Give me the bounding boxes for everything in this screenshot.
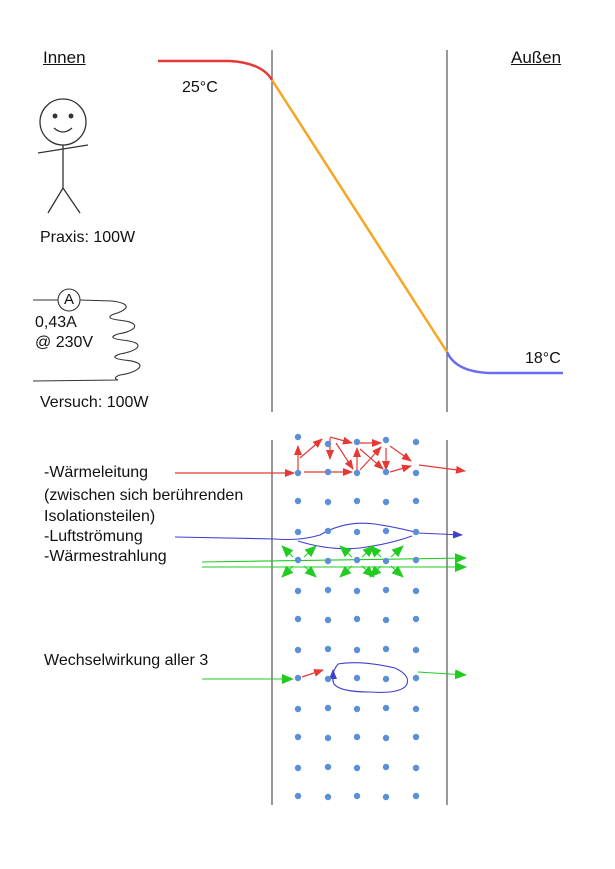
- particle: [353, 733, 361, 741]
- outside-label: Außen: [511, 48, 562, 67]
- particle: [412, 497, 420, 505]
- particle: [412, 615, 420, 623]
- particle: [324, 468, 332, 476]
- particle: [324, 498, 332, 506]
- particle: [294, 556, 302, 564]
- particle: [294, 469, 302, 477]
- particle: [382, 436, 390, 444]
- experiment-label: Versuch: 100W: [40, 394, 149, 411]
- particle: [412, 646, 420, 654]
- particle: [412, 705, 420, 713]
- radiation-arrows: [201, 545, 467, 578]
- particle: [412, 528, 420, 536]
- particle: [353, 615, 361, 623]
- particle: [294, 433, 302, 441]
- particle: [353, 705, 361, 713]
- particle: [353, 764, 361, 772]
- particle: [324, 734, 332, 742]
- inside-label: Innen: [43, 48, 86, 67]
- particle: [412, 587, 420, 595]
- particle: [353, 646, 361, 654]
- particle: [382, 468, 390, 476]
- practice-label: Praxis: 100W: [40, 229, 136, 246]
- ammeter-symbol: A: [64, 291, 75, 308]
- convection-flow: [174, 522, 463, 550]
- particle: [324, 793, 332, 801]
- particle: [412, 438, 420, 446]
- convection-label: -Luftströmung: [44, 528, 143, 545]
- particle: [353, 556, 361, 564]
- particle: [324, 645, 332, 653]
- particle: [382, 616, 390, 624]
- temperature-curve-inside: [158, 59, 274, 81]
- conduction-arrows: [175, 436, 466, 477]
- particle: [382, 734, 390, 742]
- particle: [353, 497, 361, 505]
- particle: [324, 440, 332, 448]
- particle: [353, 528, 361, 536]
- temperature-curve-outside: [445, 351, 563, 375]
- particle: [353, 469, 361, 477]
- particle: [294, 674, 302, 682]
- particle: [382, 763, 390, 771]
- particle: [353, 587, 361, 595]
- particle: [294, 528, 302, 536]
- conduction-label: -Wärmeleitung: [44, 464, 149, 481]
- temperature-curve-wall: [270, 79, 449, 353]
- particle: [382, 586, 390, 594]
- particle: [294, 764, 302, 772]
- conduction-note-line1: (zwischen sich berührenden: [44, 487, 244, 504]
- inside-temperature: 25°C: [182, 79, 218, 96]
- particle: [382, 527, 390, 535]
- particle: [412, 469, 420, 477]
- particle: [324, 527, 332, 535]
- particle: [294, 705, 302, 713]
- conduction-note-line2: Isolationsteilen): [44, 508, 156, 525]
- particle: [324, 557, 332, 565]
- voltage-value: @ 230V: [35, 334, 94, 351]
- radiation-label: -Wärmestrahlung: [44, 548, 167, 565]
- particle: [382, 675, 390, 683]
- particle: [353, 438, 361, 446]
- particle: [294, 646, 302, 654]
- particle: [294, 587, 302, 595]
- person-icon: [37, 98, 89, 214]
- particle: [382, 704, 390, 712]
- particle: [324, 704, 332, 712]
- particle: [412, 792, 420, 800]
- outside-temperature: 18°C: [525, 350, 561, 367]
- heater-circuit-icon: [32, 288, 141, 382]
- particle: [324, 616, 332, 624]
- particle: [412, 556, 420, 564]
- particle: [324, 763, 332, 771]
- particle: [382, 557, 390, 565]
- interaction-label: Wechselwirkung aller 3: [44, 652, 209, 669]
- particle: [412, 674, 420, 682]
- interaction-arrows: [202, 662, 467, 693]
- particle: [353, 792, 361, 800]
- particle: [294, 792, 302, 800]
- particle: [353, 674, 361, 682]
- particle: [412, 764, 420, 772]
- current-value: 0,43A: [35, 314, 77, 331]
- particle: [382, 645, 390, 653]
- particle: [324, 586, 332, 594]
- particle: [294, 615, 302, 623]
- particle: [294, 497, 302, 505]
- particle: [324, 675, 332, 683]
- particle: [382, 793, 390, 801]
- particle: [412, 733, 420, 741]
- particle: [382, 498, 390, 506]
- particle: [294, 733, 302, 741]
- insulation-particles: [294, 433, 420, 801]
